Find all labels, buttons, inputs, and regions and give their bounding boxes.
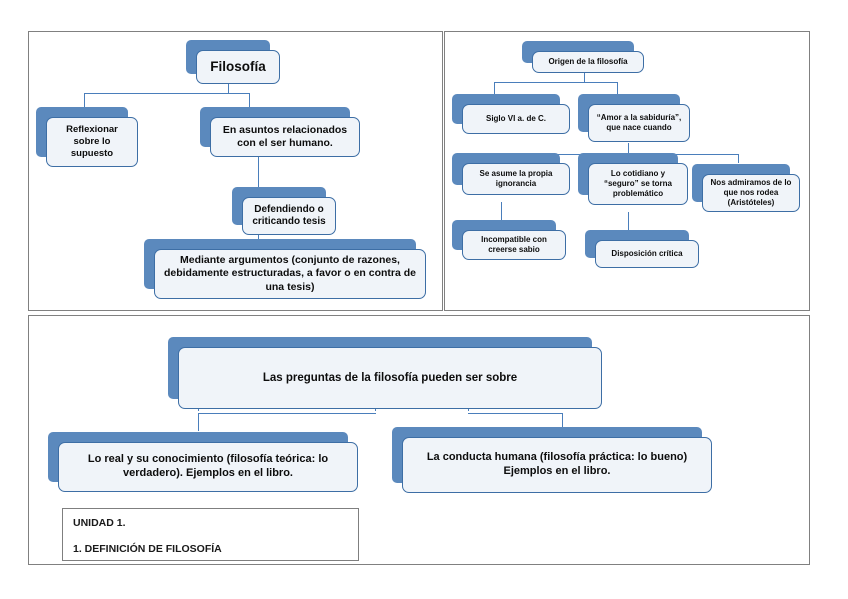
panel-left-top (28, 31, 443, 311)
caption-line-unidad: UNIDAD 1. (73, 517, 126, 529)
connector-bottom-to-child-left (198, 413, 200, 431)
node-label: Reflexionar sobre lo supuesto (66, 124, 118, 159)
node-face: “Amor a la sabiduría”, que nace cuando (588, 104, 690, 142)
connector-left-to-branch2 (249, 93, 251, 107)
node-label: Siglo VI a. de C. (485, 114, 546, 123)
node-en-asuntos-relacionados[interactable]: En asuntos relacionados con el ser human… (200, 107, 360, 157)
node-face: Origen de la filosofía (532, 51, 644, 73)
connector-left-root-down (228, 82, 230, 94)
node-defendiendo-o-criticando-tesis[interactable]: Defendiendo o criticando tesis (232, 187, 336, 235)
node-label: “Amor a la sabiduría”, que nace cuando (596, 113, 682, 132)
unidad-caption-textbox: UNIDAD 1. 1. DEFINICIÓN DE FILOSOFÍA (62, 508, 359, 561)
connector-right-to-child1 (494, 82, 496, 94)
node-origen-de-la-filosofia[interactable]: Origen de la filosofía (522, 41, 644, 73)
connector-right-grandchild2-to-leaf2 (628, 212, 630, 230)
connector-right-to-grandchild3 (738, 154, 740, 163)
node-lo-cotidiano-se-torna-problematico[interactable]: Lo cotidiano y “seguro” se torna problem… (578, 153, 688, 205)
connector-left-root-bar (84, 93, 250, 95)
node-filosofia[interactable]: Filosofía (186, 40, 280, 84)
node-se-asume-la-propia-ignorancia[interactable]: Se asume la propia ignorancia (452, 153, 570, 195)
node-la-conducta-humana[interactable]: La conducta humana (filosofía práctica: … (392, 427, 712, 493)
node-face: Reflexionar sobre lo supuesto (46, 117, 138, 167)
node-mediante-argumentos[interactable]: Mediante argumentos (conjunto de razones… (144, 239, 426, 299)
node-label: Lo cotidiano y “seguro” se torna problem… (603, 169, 672, 198)
node-face: Mediante argumentos (conjunto de razones… (154, 249, 426, 299)
node-incompatible-con-creerse-sabio[interactable]: Incompatible con creerse sabio (452, 220, 566, 260)
panel-bottom (28, 315, 810, 565)
node-face: Filosofía (196, 50, 280, 84)
connector-bottom-to-child-right (562, 413, 564, 431)
node-label: Origen de la filosofía (548, 57, 628, 66)
caption-line-definicion: 1. DEFINICIÓN DE FILOSOFÍA (73, 543, 222, 555)
node-disposicion-critica[interactable]: Disposición crítica (585, 230, 699, 268)
node-face: Disposición crítica (595, 240, 699, 268)
node-face: Se asume la propia ignorancia (462, 163, 570, 195)
connector-left-branch2-to-branch3 (258, 157, 260, 187)
node-face: Nos admiramos de lo que nos rodea (Arist… (702, 174, 800, 212)
node-face: Incompatible con creerse sabio (462, 230, 566, 260)
connector-right-root-bar (494, 82, 618, 84)
node-label: Disposición crítica (611, 249, 683, 258)
node-face: La conducta humana (filosofía práctica: … (402, 437, 712, 493)
node-siglo-vi-ac[interactable]: Siglo VI a. de C. (452, 94, 570, 134)
node-lo-real-y-su-conocimiento[interactable]: Lo real y su conocimiento (filosofía teó… (48, 432, 358, 492)
node-face: Defendiendo o criticando tesis (242, 197, 336, 235)
node-face: Lo cotidiano y “seguro” se torna problem… (588, 163, 688, 205)
connector-right-child2-down (628, 143, 630, 155)
node-label: En asuntos relacionados con el ser human… (222, 123, 348, 149)
connector-right-root-down (584, 71, 586, 83)
node-label: Lo real y su conocimiento (filosofía teó… (87, 453, 329, 479)
panel-right-top (444, 31, 810, 311)
node-face: Las preguntas de la filosofía pueden ser… (178, 347, 602, 409)
node-amor-a-la-sabiduria[interactable]: “Amor a la sabiduría”, que nace cuando (578, 94, 690, 142)
node-face: En asuntos relacionados con el ser human… (210, 117, 360, 157)
connector-bottom-bar-right (468, 413, 563, 415)
node-face: Siglo VI a. de C. (462, 104, 570, 134)
node-label: Filosofía (210, 58, 266, 74)
connector-right-to-child2 (617, 82, 619, 94)
connector-left-to-branch1 (84, 93, 86, 107)
node-las-preguntas-de-la-filosofia[interactable]: Las preguntas de la filosofía pueden ser… (168, 337, 602, 409)
node-nos-admiramos-aristoteles[interactable]: Nos admiramos de lo que nos rodea (Arist… (692, 164, 800, 212)
connector-bottom-bar-left (198, 413, 376, 415)
node-label: Mediante argumentos (conjunto de razones… (163, 254, 417, 293)
node-label: Nos admiramos de lo que nos rodea (Arist… (710, 178, 792, 207)
node-reflexionar-sobre-lo-supuesto[interactable]: Reflexionar sobre lo supuesto (36, 107, 138, 167)
node-label: Defendiendo o criticando tesis (252, 203, 326, 228)
node-label: Incompatible con creerse sabio (481, 235, 547, 254)
node-label: La conducta humana (filosofía práctica: … (426, 451, 688, 477)
node-face: Lo real y su conocimiento (filosofía teó… (58, 442, 358, 492)
node-label: Se asume la propia ignorancia (479, 169, 553, 188)
connector-right-grandchild1-to-leaf1 (501, 202, 503, 220)
node-label: Las preguntas de la filosofía pueden ser… (262, 371, 518, 384)
